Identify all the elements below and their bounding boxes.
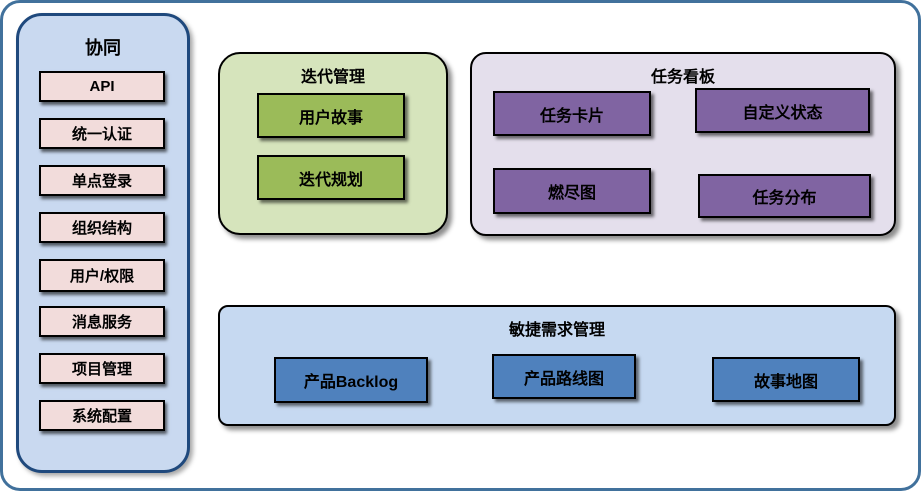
box-custom-status: 自定义状态 — [695, 88, 870, 133]
sidebar-item-org-structure: 组织结构 — [39, 212, 165, 243]
sidebar-item-project-management: 项目管理 — [39, 353, 165, 384]
sidebar-title: 协同 — [85, 38, 121, 58]
sidebar-item-single-sign-on: 单点登录 — [39, 165, 165, 196]
panel-iteration-management: 迭代管理 用户故事 迭代规划 — [218, 52, 448, 235]
panel-agile-requirements: 敏捷需求管理 产品Backlog 产品路线图 故事地图 — [218, 305, 896, 426]
box-story-map: 故事地图 — [712, 357, 860, 402]
sidebar-item-user-permission: 用户/权限 — [39, 259, 165, 292]
sidebar-item-message-service: 消息服务 — [39, 306, 165, 337]
sidebar-item-unified-auth: 统一认证 — [39, 118, 165, 149]
sidebar-item-api: API — [39, 71, 165, 102]
box-task-card: 任务卡片 — [493, 91, 651, 136]
box-product-roadmap: 产品路线图 — [492, 354, 636, 399]
panel-agile-requirements-title: 敏捷需求管理 — [508, 322, 605, 339]
panel-task-board: 任务看板 任务卡片 自定义状态 燃尽图 任务分布 — [470, 52, 896, 236]
sidebar-item-system-config: 系统配置 — [39, 400, 165, 431]
box-product-backlog: 产品Backlog — [274, 357, 428, 403]
box-task-distribution: 任务分布 — [698, 174, 871, 218]
panel-task-board-title: 任务看板 — [650, 69, 715, 86]
sidebar-collaboration: 协同 API 统一认证 单点登录 组织结构 用户/权限 消息服务 项目管理 系统… — [16, 13, 190, 473]
panel-iteration-title: 迭代管理 — [300, 69, 365, 86]
box-user-story: 用户故事 — [257, 93, 405, 138]
box-iteration-planning: 迭代规划 — [257, 155, 405, 200]
box-burndown-chart: 燃尽图 — [493, 168, 651, 214]
